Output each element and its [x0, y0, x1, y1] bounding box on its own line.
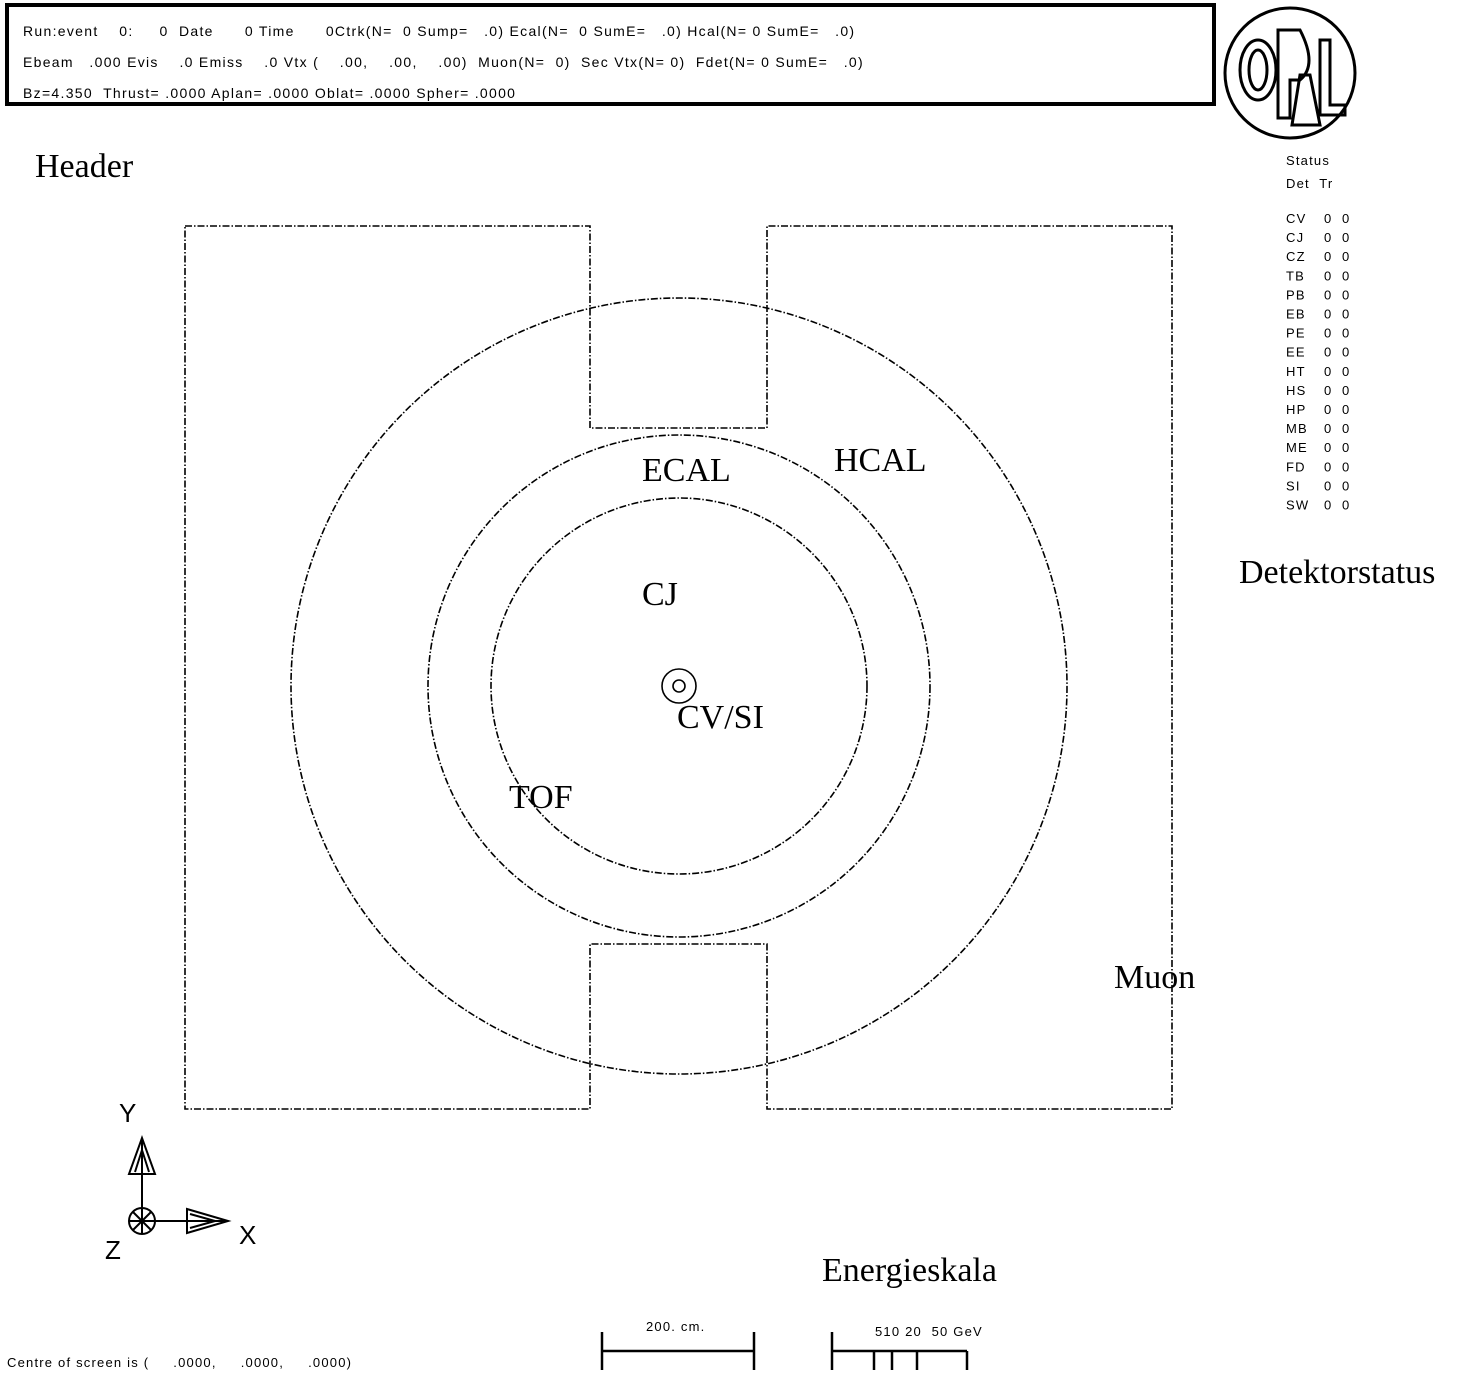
status-title: Status	[1286, 153, 1330, 168]
status-value: 0 0	[1324, 249, 1350, 264]
hcal-circle	[290, 297, 1068, 1075]
status-columns: Det Tr	[1286, 176, 1333, 191]
cj-circle	[490, 497, 868, 875]
label-ecal: ECAL	[642, 452, 731, 489]
status-value: 0 0	[1324, 345, 1350, 360]
status-det-cv: CV	[1286, 211, 1306, 226]
status-list: CV 0 0 CJ 0 0 CZ 0 0 TB 0 0 PB 0 0 EB 0 0 PE 0 0 EE 0 0…	[1286, 211, 1350, 513]
status-det-hp: HP	[1286, 402, 1306, 417]
label-cvsi: CV/SI	[677, 699, 764, 736]
axis-z-label: Z	[105, 1235, 121, 1265]
status-value: 0 0	[1324, 307, 1350, 322]
status-value: 0 0	[1324, 478, 1350, 493]
status-value: 0 0	[1324, 421, 1350, 436]
status-det-cz: CZ	[1286, 249, 1306, 264]
status-value: 0 0	[1324, 498, 1350, 513]
status-det-tb: TB	[1286, 268, 1305, 283]
muon-outline	[184, 225, 1173, 1110]
axis-x-label: X	[239, 1220, 256, 1250]
status-det-pe: PE	[1286, 326, 1306, 341]
header-box	[5, 3, 1216, 106]
status-det-eb: EB	[1286, 307, 1306, 322]
status-value: 0 0	[1324, 211, 1350, 226]
status-value: 0 0	[1324, 383, 1350, 398]
label-header: Header	[35, 148, 134, 185]
label-cj: CJ	[642, 576, 678, 613]
header-line-2: Ebeam .000 Evis .0 Emiss .0 Vtx ( .00, .…	[23, 54, 864, 70]
status-value: 0 0	[1324, 440, 1350, 455]
status-det-ht: HT	[1286, 364, 1306, 379]
label-energieskala: Energieskala	[822, 1252, 997, 1289]
centre-of-screen: Centre of screen is ( .0000, .0000, .000…	[7, 1355, 352, 1370]
status-value: 0 0	[1324, 459, 1350, 474]
length-scale-label: 200. cm.	[646, 1319, 705, 1334]
axis-triad	[127, 1135, 232, 1235]
energy-scale-bar	[830, 1332, 969, 1370]
label-muon: Muon	[1114, 959, 1195, 996]
status-value: 0 0	[1324, 268, 1350, 283]
label-tof: TOF	[509, 779, 573, 816]
status-value: 0 0	[1324, 364, 1350, 379]
status-det-hs: HS	[1286, 383, 1306, 398]
status-value: 0 0	[1324, 326, 1350, 341]
cv-circle	[661, 668, 697, 704]
si-circle	[672, 679, 686, 693]
status-value: 0 0	[1324, 287, 1350, 302]
energy-scale-label: 510 20 50 GeV	[875, 1324, 983, 1339]
y-arrow-icon	[127, 1135, 157, 1175]
status-det-si: SI	[1286, 478, 1301, 493]
status-det-ee: EE	[1286, 345, 1306, 360]
status-det-sw: SW	[1286, 498, 1309, 513]
x-arrow-icon	[186, 1207, 232, 1235]
header-line-1: Run:event 0: 0 Date 0 Time 0Ctrk(N= 0 Su…	[23, 23, 855, 39]
status-value: 0 0	[1324, 230, 1350, 245]
status-det-cj: CJ	[1286, 230, 1304, 245]
status-det-fd: FD	[1286, 459, 1306, 474]
label-hcal: HCAL	[834, 442, 927, 479]
status-det-me: ME	[1286, 440, 1308, 455]
opal-logo	[1223, 6, 1357, 140]
status-value: 0 0	[1324, 402, 1350, 417]
status-det-mb: MB	[1286, 421, 1308, 436]
length-scale-bar	[600, 1332, 756, 1370]
label-detektorstatus: Detektorstatus	[1239, 554, 1435, 591]
status-det-pb: PB	[1286, 287, 1306, 302]
header-line-3: Bz=4.350 Thrust= .0000 Aplan= .0000 Obla…	[23, 85, 516, 101]
ecal-circle	[427, 434, 931, 938]
axis-y-label: Y	[119, 1098, 136, 1128]
